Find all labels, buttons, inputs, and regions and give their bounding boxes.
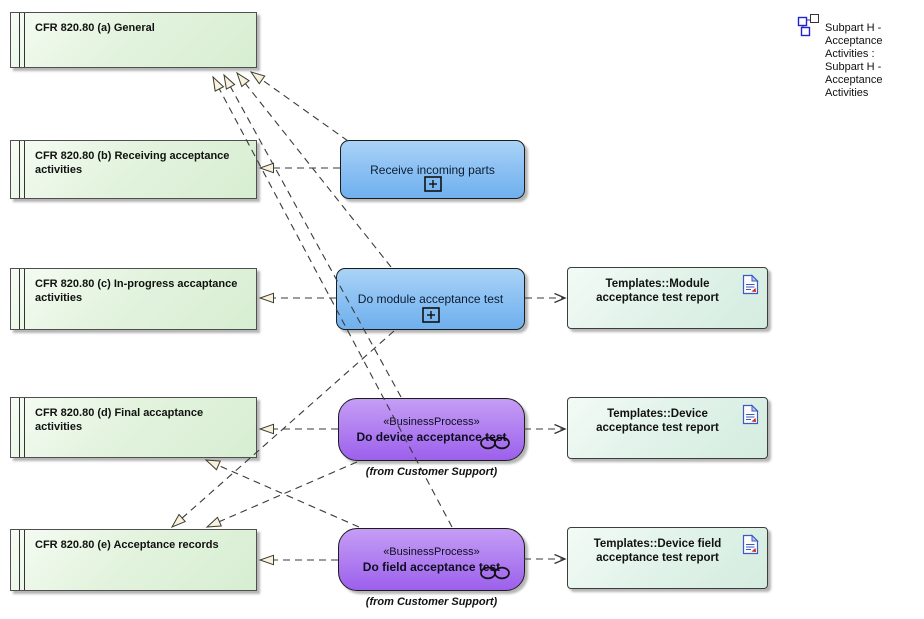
requirement-cfr-820-80-e[interactable]: CFR 820.80 (e) Acceptance records: [10, 529, 257, 591]
artifact-label: Templates::Device acceptance test report: [596, 408, 719, 434]
requirement-cfr-820-80-c[interactable]: CFR 820.80 (c) In-progress accaptance ac…: [10, 268, 257, 330]
document-icon: [742, 404, 759, 430]
chain-link-icon: [478, 436, 512, 455]
requirement-cfr-820-80-a[interactable]: CFR 820.80 (a) General: [10, 12, 257, 68]
requirement-double-bar: [19, 530, 25, 590]
from-note: (from Customer Support): [365, 596, 498, 608]
requirement-label: CFR 820.80 (d) Final accaptance activiti…: [35, 407, 204, 433]
requirement-label: CFR 820.80 (c) In-progress accaptance ac…: [35, 278, 238, 304]
requirement-double-bar: [19, 269, 25, 329]
stereotype-label: «BusinessProcess»: [383, 415, 480, 428]
artifact-label: Templates::Module acceptance test report: [596, 278, 719, 304]
realization-device-to-e[interactable]: [207, 461, 358, 527]
chain-link-icon: [478, 566, 512, 585]
stereotype-label: «BusinessProcess»: [383, 545, 480, 558]
realization-receive-to-a[interactable]: [251, 72, 349, 142]
diagram-reference-label: Subpart H - Acceptance Activities : Subp…: [825, 22, 883, 99]
plus-box-icon[interactable]: [423, 176, 442, 195]
activity-do-module-acceptance-test[interactable]: Do module acceptance test: [336, 268, 525, 330]
activity-label: Do module acceptance test: [357, 292, 504, 306]
artifact-module-acceptance-test-report[interactable]: Templates::Module acceptance test report: [567, 267, 768, 329]
process-do-device-acceptance-test[interactable]: «BusinessProcess» Do device acceptance t…: [338, 398, 525, 461]
process-do-field-acceptance-test[interactable]: «BusinessProcess» Do field acceptance te…: [338, 528, 525, 591]
requirement-label: CFR 820.80 (a) General: [35, 22, 155, 34]
requirement-cfr-820-80-d[interactable]: CFR 820.80 (d) Final accaptance activiti…: [10, 397, 257, 458]
document-icon: [742, 274, 759, 300]
requirement-label: CFR 820.80 (e) Acceptance records: [35, 539, 219, 551]
realization-field-to-d[interactable]: [206, 460, 360, 528]
requirement-double-bar: [19, 398, 25, 457]
artifact-device-field-acceptance-test-report[interactable]: Templates::Device field acceptance test …: [567, 527, 768, 589]
requirement-double-bar: [19, 13, 25, 67]
requirement-cfr-820-80-b[interactable]: CFR 820.80 (b) Receiving acceptance acti…: [10, 140, 257, 199]
from-note: (from Customer Support): [365, 466, 498, 478]
artifact-device-acceptance-test-report[interactable]: Templates::Device acceptance test report: [567, 397, 768, 459]
activity-receive-incoming-parts[interactable]: Receive incoming parts: [340, 140, 525, 199]
realization-device-to-a[interactable]: [224, 75, 402, 398]
plus-box-icon[interactable]: [421, 307, 440, 326]
activity-label: Receive incoming parts: [370, 162, 495, 177]
artifact-label: Templates::Device field acceptance test …: [593, 538, 722, 564]
composite-diagram-icon: [797, 13, 821, 44]
requirement-label: CFR 820.80 (b) Receiving acceptance acti…: [35, 150, 230, 176]
process-label: Do field acceptance test: [362, 559, 501, 574]
document-icon: [742, 534, 759, 560]
requirement-double-bar: [19, 141, 25, 198]
